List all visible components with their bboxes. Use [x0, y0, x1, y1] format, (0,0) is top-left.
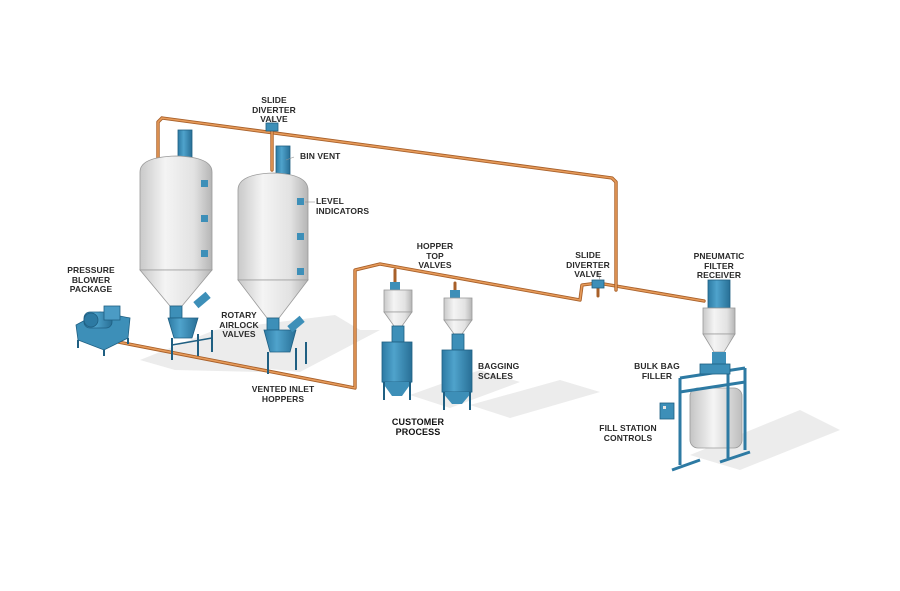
pressure-blower-package [75, 305, 131, 356]
rotary-airlock-1 [167, 291, 213, 360]
label-slide-diverter-valve-1: SLIDE DIVERTER VALVE [252, 95, 296, 124]
slide-diverter-valve-2 [591, 279, 605, 289]
label-bulk-bag-filler: BULK BAG FILLER [634, 361, 680, 381]
label-rotary-airlock-valves: ROTARY AIRLOCK VALVES [219, 310, 259, 339]
silo-2 [237, 145, 309, 319]
label-customer-process: CUSTOMER PROCESS [391, 417, 445, 437]
label-level-indicators: LEVEL INDICATORS [316, 196, 370, 216]
label-fill-station-controls: FILL STATION CONTROLS [599, 423, 657, 443]
customer-process-hopper [381, 282, 413, 400]
label-slide-diverter-valve-2: SLIDE DIVERTER VALVE [566, 250, 610, 279]
leader-lines [271, 117, 721, 281]
label-bin-vent: BIN VENT [300, 151, 341, 161]
label-vented-inlet-hoppers: VENTED INLET HOPPERS [251, 384, 315, 404]
label-pressure-blower-package: PRESSURE BLOWER PACKAGE [67, 265, 115, 294]
silo-1 [139, 129, 213, 307]
bulk-bag-filler [671, 363, 751, 472]
bagging-scale [441, 290, 473, 410]
label-bagging-scales: BAGGING SCALES [478, 361, 520, 381]
label-pneumatic-filter-receiver: PNEUMATIC FILTER RECEIVER [693, 251, 745, 280]
pneumatic-filter-receiver [702, 279, 736, 364]
label-hopper-top-valves: HOPPER TOP VALVES [416, 241, 454, 270]
fill-station-control-panel [659, 402, 675, 420]
rotary-airlock-2 [263, 315, 307, 374]
